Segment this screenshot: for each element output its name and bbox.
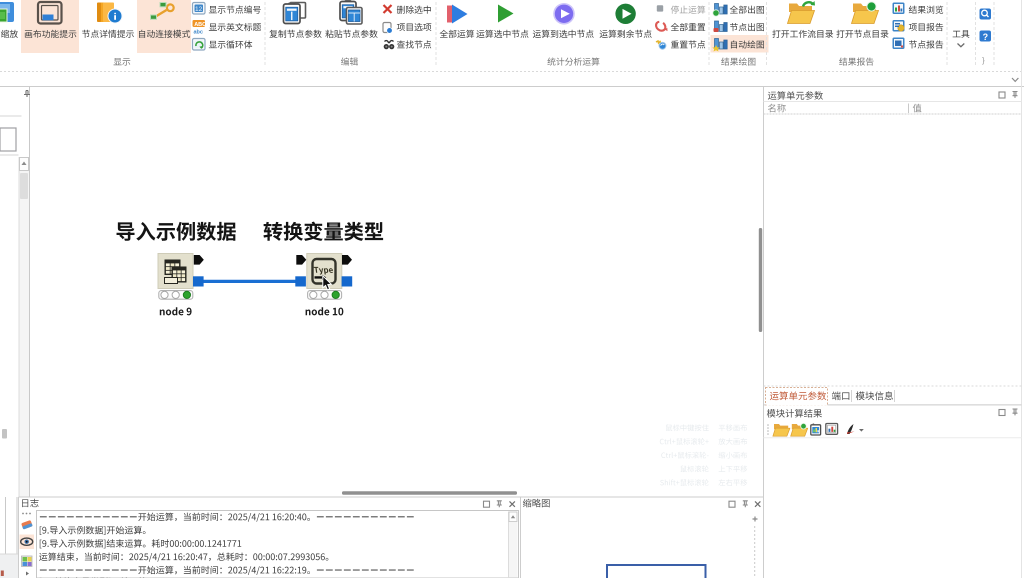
svg-text:abc: abc	[194, 30, 203, 36]
svg-text:?: ?	[983, 32, 989, 42]
svg-text:ABC: ABC	[194, 22, 206, 28]
svg-text:12: 12	[195, 6, 203, 13]
svg-text:}: }	[982, 56, 985, 65]
